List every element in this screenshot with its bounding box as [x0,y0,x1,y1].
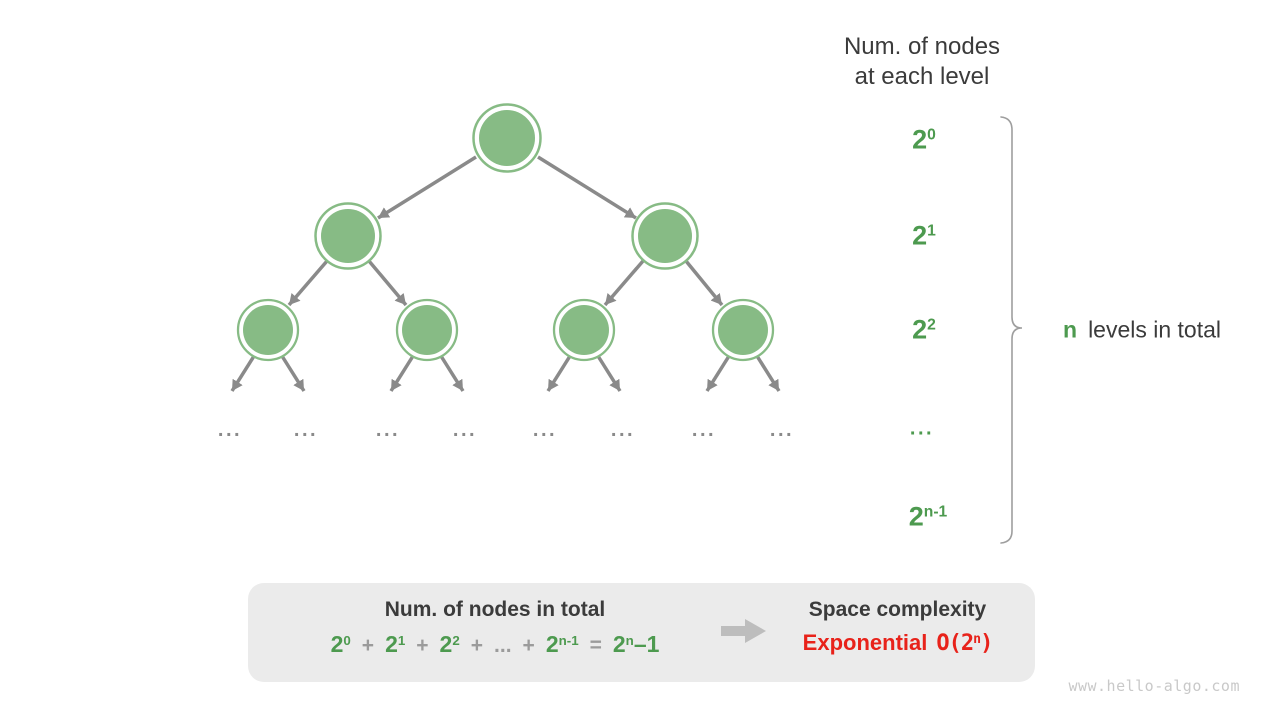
levels-total-n: n [1063,316,1078,343]
level-count-2: 22 [912,315,936,346]
level-count-ellipsis: ... [909,417,935,440]
edge-l3b-left [389,355,415,392]
formula-equals: = [589,634,602,657]
subtree-ellipsis: ... [293,419,319,441]
edge-l3c-left [546,355,572,392]
header-line-1: Num. of nodes [843,33,1001,60]
tree-nodes [236,103,775,362]
level-count-0-exponent: 0 [927,126,936,144]
level-count-1: 21 [912,221,936,252]
levels-total-label: n levels in total [1063,317,1221,344]
edge-l2b-right [684,259,724,307]
subtree-ellipsis: ... [769,419,795,441]
space-complexity-title: Space complexity [808,598,987,621]
term-exponent: 0 [343,632,351,648]
tree-node-root [472,103,542,173]
levels-brace [1000,116,1023,544]
total-nodes-formula: 20 + 21 + 22 + ... + 2n-1 = 2n–1 [264,631,726,658]
expression-exponent: n [973,632,981,648]
subtree-ellipsis: ... [375,419,401,441]
level-count-n: 2n-1 [909,502,948,533]
level-count-n-exponent: n-1 [923,503,948,521]
formula-operator: + [361,634,375,657]
term-exponent: n-1 [558,632,579,648]
summary-box: Num. of nodes in total 20 + 21 + 22 + ..… [248,583,1035,682]
term-base: 2 [545,631,559,657]
term-exponent: 2 [452,632,460,648]
tree-node-l2b [631,202,699,270]
total-nodes-title: Num. of nodes in total [384,598,606,621]
formula-term: 20 [331,631,351,658]
tree-node-l3b [395,298,459,362]
edge-l3c-right [596,355,622,392]
edge-l3d-left [705,355,731,392]
tree-node-l3d [711,298,775,362]
level-count-1-base: 2 [912,220,928,251]
level-count-2-exponent: 2 [927,316,936,334]
edge-root-right [537,155,637,220]
space-complexity-value: Exponential O(2n) [780,630,1015,656]
total-nodes-section: Num. of nodes in total 20 + 21 + 22 + ..… [264,598,726,658]
tree-node-l3c [552,298,616,362]
level-count-n-base: 2 [908,501,924,532]
edge-l2a-right [367,259,408,307]
expression-open: O(2 [936,631,974,656]
term-tail: –1 [633,631,660,657]
term-base: 2 [612,631,626,657]
subtree-ellipsis: ... [217,419,243,441]
space-complexity-section: Space complexity Exponential O(2n) [780,598,1015,656]
tree-edges [230,155,781,392]
formula-term: 2n-1 [546,631,579,658]
edge-l2a-left [287,259,329,307]
subtree-ellipsis: ... [452,419,478,441]
formula-operator: + [522,634,535,657]
formula-term: 21 [385,631,405,658]
term-base: 2 [330,631,344,657]
subtree-ellipsis: ... [610,419,636,441]
watermark: www.hello-algo.com [1068,677,1240,695]
level-count-0-base: 2 [912,124,928,155]
tree-node-l2a [314,202,382,270]
edge-l3a-right [280,355,306,392]
complexity-expression: O(2n) [936,631,993,656]
complexity-class: Exponential [802,630,928,655]
formula-result: 2n–1 [613,631,660,658]
formula-operator: + [470,634,484,657]
expression-close: ) [980,631,993,656]
edge-root-left [377,155,477,220]
term-base: 2 [439,631,453,657]
header-line-2: at each level [854,63,990,90]
subtree-ellipsis: ... [532,419,558,441]
term-base: 2 [385,631,398,657]
edge-l2b-left [603,259,645,307]
term-exponent: n [625,632,634,648]
tree-node-l3a [236,298,300,362]
edge-l3a-left [230,355,256,392]
formula-ellipsis: ... [494,634,512,657]
implies-arrow-icon [721,619,766,643]
edge-l3d-right [755,355,781,392]
formula-term: 22 [440,631,460,658]
levels-total-text: levels in total [1088,316,1222,343]
level-count-0: 20 [912,125,936,156]
level-count-2-base: 2 [912,314,928,345]
levels-column-header: Num. of nodes at each level [844,32,1000,92]
edge-l3b-right [439,355,465,392]
formula-operator: + [416,634,429,657]
level-count-1-exponent: 1 [927,222,936,240]
subtree-ellipsis: ... [691,419,717,441]
term-exponent: 1 [397,632,406,648]
